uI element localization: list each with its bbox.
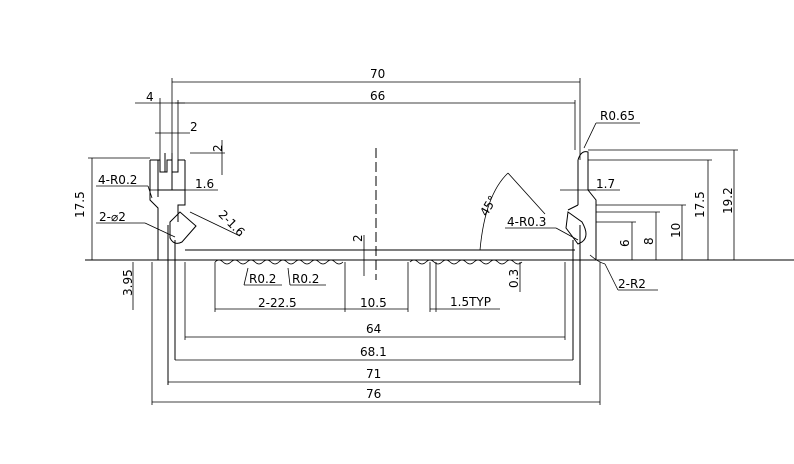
dim-10: 10 — [669, 223, 683, 238]
dim-70: 70 — [370, 67, 385, 81]
dim-r0-65: R0.65 — [600, 109, 635, 123]
dim-2-slot-depth: 2 — [190, 120, 198, 134]
bottom-dimensions: R0.2 R0.2 2-22.5 10.5 1.5TYP 64 68.1 71 … — [151, 262, 601, 405]
dim-8: 8 — [642, 237, 656, 245]
dim-4-r0-2: 4-R0.2 — [98, 173, 137, 187]
dim-2-22-5: 2-22.5 — [258, 296, 297, 310]
dim-71: 71 — [366, 367, 381, 381]
dim-19-2: 19.2 — [721, 187, 735, 214]
dim-68-1: 68.1 — [360, 345, 387, 359]
dim-76: 76 — [366, 387, 381, 401]
dim-64: 64 — [366, 322, 381, 336]
dim-4-r0-3: 4-R0.3 — [507, 215, 546, 229]
top-dimensions: 70 66 4 2 2 1.6 — [135, 67, 581, 191]
dim-1-5typ: 1.5TYP — [450, 295, 491, 309]
dim-2-dia-2: 2-⌀2 — [99, 210, 126, 224]
dim-1-6: 1.6 — [195, 177, 214, 191]
dim-3-95: 3.95 — [121, 269, 135, 296]
dim-r0-2-a: R0.2 — [249, 272, 276, 286]
right-dimensions: R0.65 1.7 4-R0.3 45° 2 6 8 10 17.5 19.2 … — [351, 109, 738, 292]
dim-0-3: 0.3 — [507, 269, 521, 288]
dim-1-7: 1.7 — [596, 177, 615, 191]
dim-17-5-right: 17.5 — [693, 191, 707, 218]
dim-66: 66 — [370, 89, 385, 103]
dim-r0-2-b: R0.2 — [292, 272, 319, 286]
dim-45-deg: 45° — [477, 193, 500, 218]
dim-2-slot-height: 2 — [211, 144, 225, 152]
dim-6: 6 — [618, 239, 632, 247]
dim-10-5: 10.5 — [360, 296, 387, 310]
dim-4: 4 — [146, 90, 154, 104]
left-dimensions: 17.5 4-R0.2 2-⌀2 2-1.6 3.95 — [73, 157, 248, 310]
dim-2-r2: 2-R2 — [618, 277, 646, 291]
profile-outline — [85, 148, 794, 385]
dim-17-5-left: 17.5 — [73, 191, 87, 218]
dim-2-center: 2 — [351, 234, 365, 242]
dim-2-1-6: 2-1.6 — [216, 207, 248, 239]
